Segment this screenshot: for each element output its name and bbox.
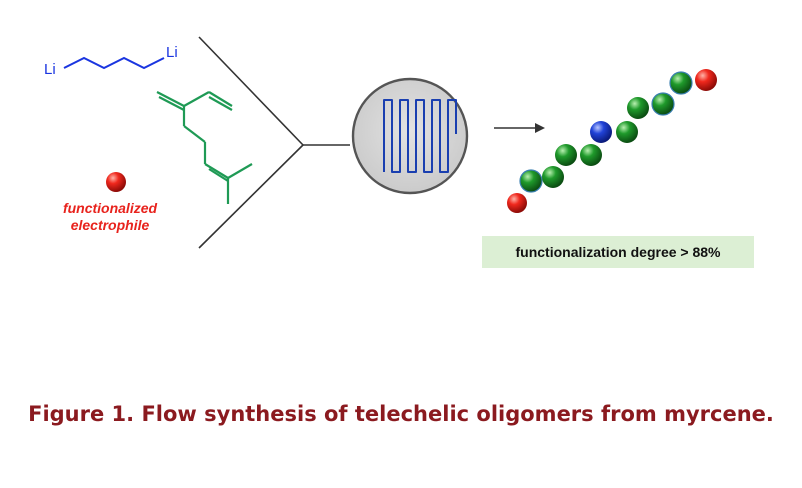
chain-monomer bbox=[627, 97, 649, 119]
chain-monomer bbox=[519, 169, 543, 193]
chain-monomer bbox=[580, 144, 602, 166]
chain-initiator bbox=[590, 121, 612, 143]
flow-reactor bbox=[351, 77, 469, 195]
chain-monomer bbox=[616, 121, 638, 143]
reactor-coil bbox=[383, 99, 457, 173]
chain-monomer bbox=[651, 92, 675, 116]
electrophile-label-line1: functionalized bbox=[62, 200, 158, 216]
chain-monomer bbox=[555, 144, 577, 166]
lithium-right-label: Li bbox=[166, 44, 178, 61]
chain-monomer bbox=[669, 71, 693, 95]
lithium-left-label: Li bbox=[44, 61, 56, 78]
oligomer-chain bbox=[507, 69, 717, 213]
electrophile-label: functionalized electrophile bbox=[40, 200, 180, 234]
myrcene-structure bbox=[156, 91, 253, 204]
dilithiobutane-chain bbox=[63, 56, 165, 70]
electrophile-label-line2: electrophile bbox=[70, 217, 150, 233]
chain-end-electrophile bbox=[507, 193, 527, 213]
merge-bracket bbox=[198, 36, 350, 249]
functionalization-badge: functionalization degree > 88% bbox=[482, 236, 754, 268]
electrophile-sphere bbox=[106, 172, 126, 192]
output-arrow bbox=[494, 123, 545, 133]
figure-caption: Figure 1. Flow synthesis of telechelic o… bbox=[28, 402, 774, 426]
chain-end-electrophile bbox=[695, 69, 717, 91]
chain-monomer bbox=[542, 166, 564, 188]
